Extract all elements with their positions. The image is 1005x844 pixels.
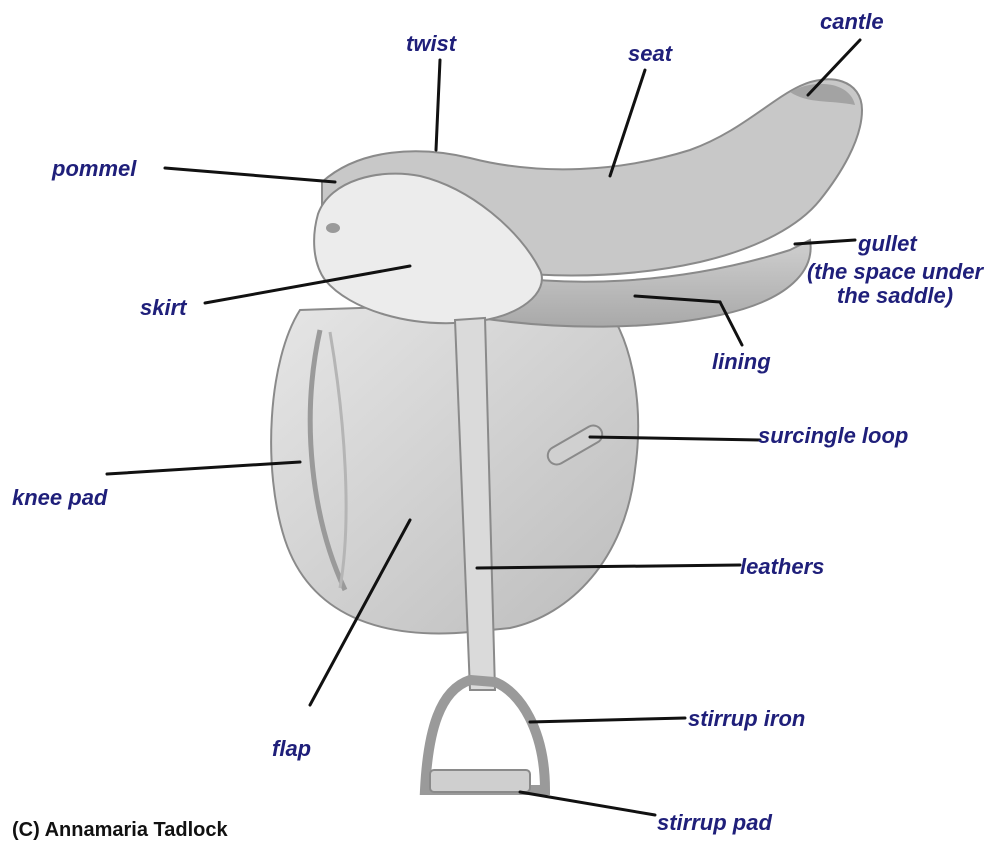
label-seat: seat [628, 42, 672, 66]
saddle-flap-shape [271, 300, 638, 633]
label-lining: lining [712, 350, 771, 374]
label-surcingle-loop: surcingle loop [758, 424, 908, 448]
label-flap: flap [272, 737, 311, 761]
leader-stirrup-iron [530, 718, 685, 722]
label-pommel: pommel [52, 157, 136, 181]
label-knee-pad: knee pad [12, 486, 107, 510]
copyright-credit: (C) Annamaria Tadlock [12, 818, 228, 842]
label-stirrup-iron: stirrup iron [688, 707, 805, 731]
label-gullet: gullet [858, 232, 917, 256]
leader-pommel [165, 168, 335, 182]
label-skirt: skirt [140, 296, 186, 320]
label-twist: twist [406, 32, 456, 56]
label-cantle: cantle [820, 10, 884, 34]
leader-seat [610, 70, 645, 176]
label-gullet-note: (the space under the saddle) [785, 260, 1005, 308]
leader-twist [436, 60, 440, 150]
stirrup-pad-shape [430, 770, 530, 792]
label-stirrup-pad: stirrup pad [657, 811, 772, 835]
label-leathers: leathers [740, 555, 824, 579]
leader-gullet [795, 240, 855, 244]
leader-stirrup-pad [520, 792, 655, 815]
